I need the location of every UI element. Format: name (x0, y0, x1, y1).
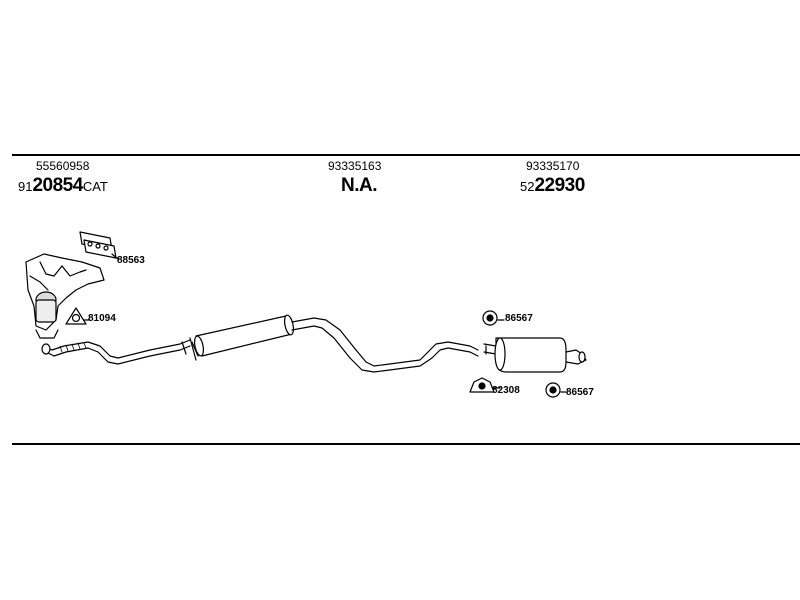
cat-gasket-icon (65, 307, 91, 325)
exhaust-manifold-icon (25, 253, 105, 339)
callout-clamp: 82308 (492, 385, 520, 396)
part-number-3: 93335170 (526, 159, 580, 173)
callout-hanger-upper: 86567 (505, 313, 533, 324)
rubber-hanger-upper-icon (482, 310, 505, 326)
part-code-main-1: 20854 (32, 175, 83, 196)
part-prefix-1: 91 (18, 179, 33, 194)
flex-pipe-icon (41, 339, 191, 365)
part-code-3: 5222930 (520, 176, 585, 195)
rear-silencer-icon (483, 337, 587, 373)
part-code-1: 9120854CAT (18, 176, 108, 195)
part-number-2: 93335163 (328, 159, 382, 173)
middle-silencer-icon (181, 314, 479, 373)
bottom-divider (12, 443, 800, 445)
manifold-gasket-icon (79, 231, 119, 260)
callout-hanger-lower: 86567 (566, 387, 594, 398)
part-number-1: 55560958 (36, 159, 90, 173)
part-prefix-3: 52 (520, 179, 535, 194)
rubber-hanger-lower-icon (545, 382, 567, 398)
clamp-icon (469, 377, 501, 393)
part-suffix-1: CAT (82, 179, 108, 194)
callout-gasket-cat: 81094 (88, 313, 116, 324)
part-code-main-3: 22930 (534, 175, 585, 196)
callout-gasket-manifold: 88563 (117, 255, 145, 266)
top-divider (12, 154, 800, 156)
part-code-2: N.A. (341, 175, 378, 196)
